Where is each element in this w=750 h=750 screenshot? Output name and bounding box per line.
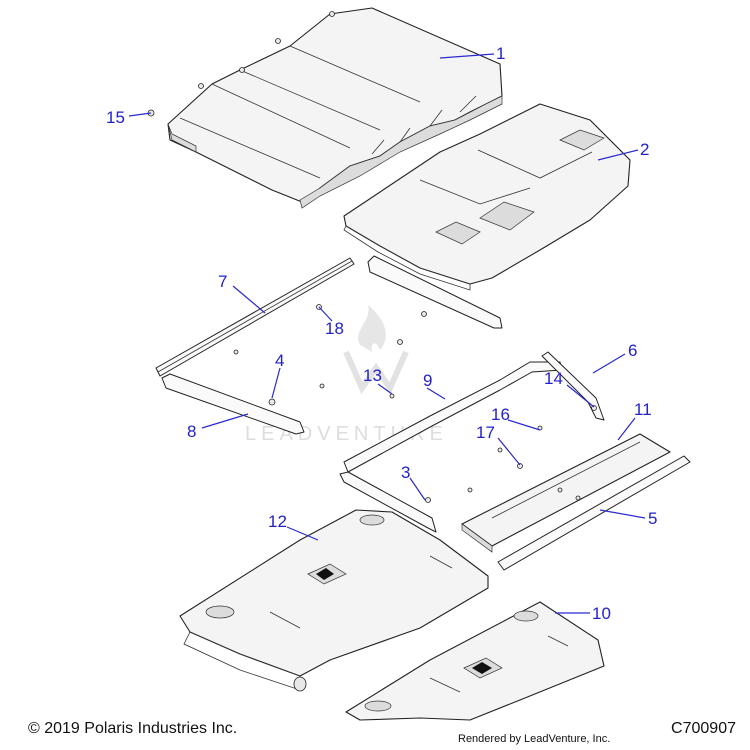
callout-13: 13 [363,366,382,385]
callout-14: 14 [544,369,563,388]
callout-15: 15 [106,108,125,127]
roof-liner [343,103,631,291]
figure-code: C700907 [671,720,736,737]
callout-8: 8 [187,422,196,441]
callout-6: 6 [628,341,637,360]
callout-7: 7 [218,272,227,291]
callout-4: 4 [275,351,284,370]
leader-lines [128,53,646,614]
callout-5: 5 [648,509,657,528]
roof-panel [167,7,503,209]
strip-5 [497,455,691,571]
callout-12: 12 [268,512,287,531]
hardware-fasteners [233,304,597,503]
callout-10: 10 [592,604,611,623]
headliner-tray-12 [179,509,489,692]
trim-panel-11 [461,433,671,553]
callout-labels: 1 2 3 4 5 6 7 8 9 10 11 12 13 14 15 16 1… [106,44,657,623]
callout-11: 11 [634,400,652,419]
callout-3: 3 [401,463,410,482]
seal-strip-7 [155,257,355,377]
callout-16: 16 [491,405,510,424]
headliner-tray-10 [345,601,605,721]
seal-strip-8 [161,373,305,435]
callout-17: 17 [476,423,495,442]
screw-15 [147,11,335,117]
callout-9: 9 [423,371,432,390]
rendered-by-credit: Rendered by LeadVenture, Inc. [458,733,611,745]
callout-2: 2 [640,140,649,159]
seal-strip-lower [339,471,437,533]
callout-1: 1 [496,44,505,63]
copyright-notice: © 2019 Polaris Industries Inc. [28,720,238,737]
callout-18: 18 [325,319,344,338]
seal-strip-upper-right [367,255,503,329]
